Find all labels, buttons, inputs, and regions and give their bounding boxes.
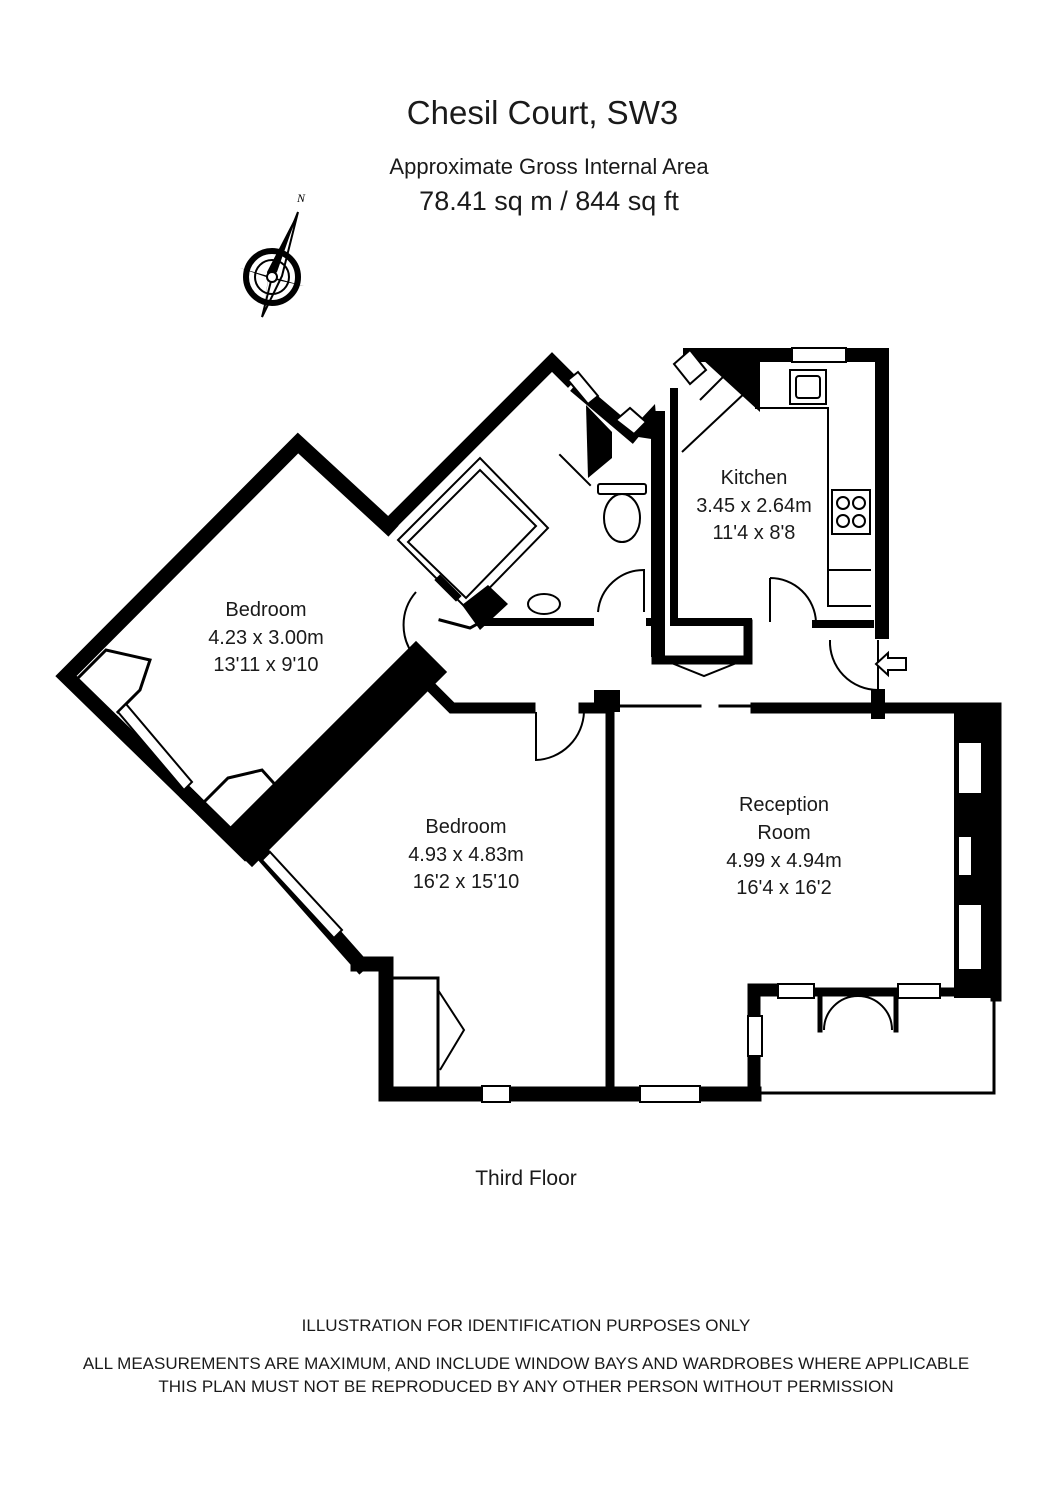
room-kitchen-metric: 3.45 x 2.64m xyxy=(696,495,812,517)
area-label: Approximate Gross Internal Area xyxy=(389,154,709,179)
area-value: 78.41 sq m / 844 sq ft xyxy=(419,186,679,216)
room-reception-name-1: Reception xyxy=(739,794,829,816)
room-kitchen: Kitchen 3.45 x 2.64m 11'4 x 8'8 xyxy=(696,467,812,544)
room-bedroom-2-imperial: 16'2 x 15'10 xyxy=(413,871,520,893)
floor-label: Third Floor xyxy=(475,1167,577,1190)
room-reception-metric: 4.99 x 4.94m xyxy=(726,850,842,872)
doors xyxy=(402,351,893,1071)
room-reception-imperial: 16'4 x 16'2 xyxy=(736,877,832,899)
room-bedroom-1-metric: 4.23 x 3.00m xyxy=(208,627,324,649)
room-kitchen-imperial: 11'4 x 8'8 xyxy=(713,522,796,544)
room-bedroom-1-imperial: 13'11 x 9'10 xyxy=(213,654,318,676)
disclaimer-line-2: ALL MEASUREMENTS ARE MAXIMUM, AND INCLUD… xyxy=(82,1354,970,1373)
windows xyxy=(116,347,983,1103)
room-reception: Reception Room 4.99 x 4.94m 16'4 x 16'2 xyxy=(726,794,842,899)
room-bedroom-2-name: Bedroom xyxy=(425,816,506,838)
room-bedroom-2: Bedroom 4.93 x 4.83m 16'2 x 15'10 xyxy=(408,816,524,893)
arrow-left-icon xyxy=(874,650,907,678)
fixtures xyxy=(527,369,871,615)
room-bedroom-1: Bedroom 4.23 x 3.00m 13'11 x 9'10 xyxy=(208,599,324,676)
plan-title: Chesil Court, SW3 xyxy=(406,94,679,131)
room-reception-name-2: Room xyxy=(757,822,810,844)
disclaimer-line-3: THIS PLAN MUST NOT BE REPRODUCED BY ANY … xyxy=(158,1377,894,1396)
room-bedroom-2-metric: 4.93 x 4.83m xyxy=(408,844,524,866)
room-kitchen-name: Kitchen xyxy=(721,467,788,489)
compass-icon: N xyxy=(240,191,306,318)
disclaimer-line-1: ILLUSTRATION FOR IDENTIFICATION PURPOSES… xyxy=(301,1316,751,1335)
room-bedroom-1-name: Bedroom xyxy=(225,599,306,621)
compass-north-letter: N xyxy=(296,191,306,205)
walls xyxy=(55,348,1002,1102)
